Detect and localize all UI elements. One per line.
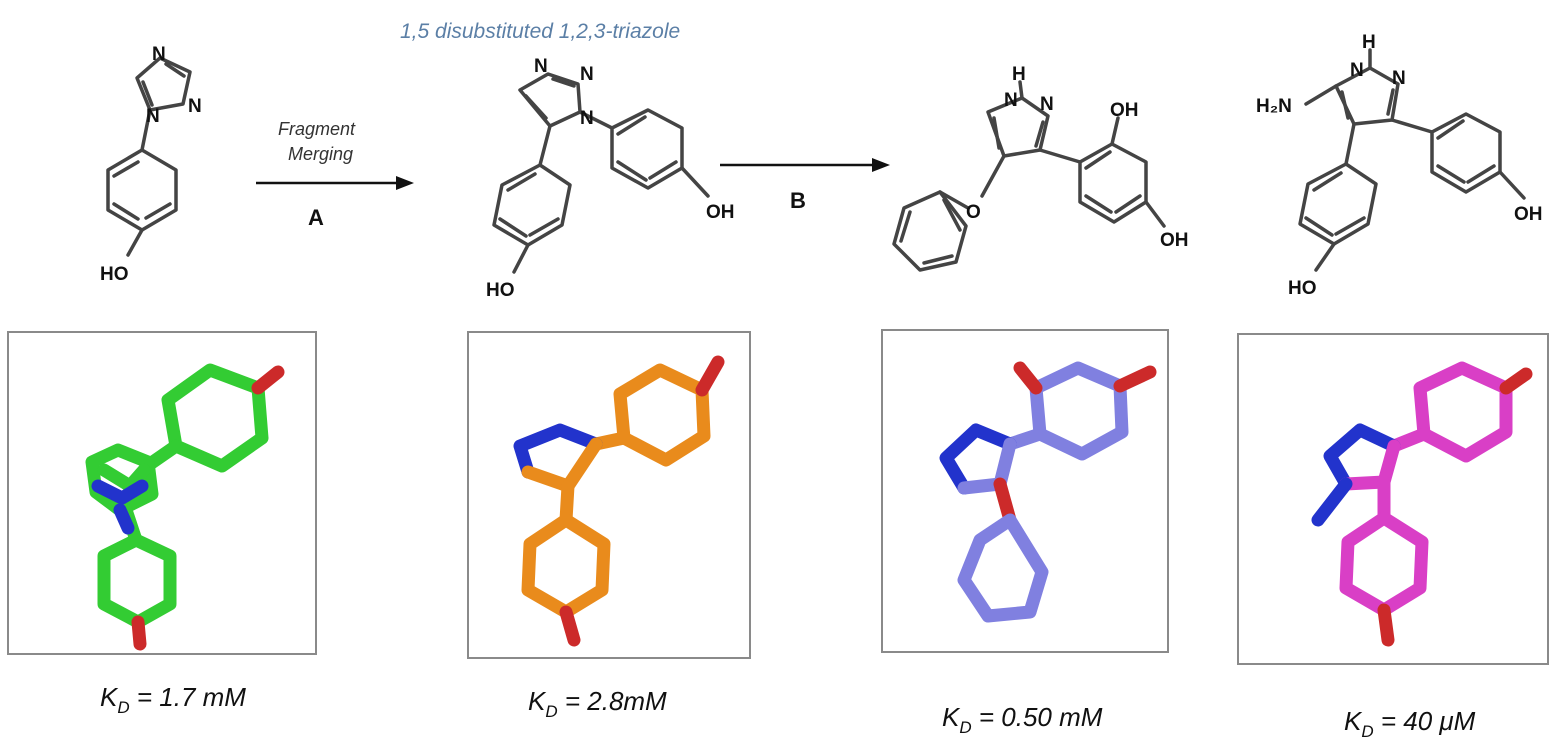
atom-n: N (152, 44, 166, 65)
atom-h: H (1012, 64, 1026, 85)
structure-compound-3: H N N O OH OH (892, 64, 1189, 272)
atom-n: N (580, 64, 594, 85)
atom-oh: OH (1160, 230, 1189, 251)
binding-pose-panel-3 (881, 329, 1169, 653)
atom-ho: HO (486, 280, 515, 301)
binding-pose-panel-1 (7, 331, 317, 655)
atom-n: N (1350, 60, 1364, 81)
atom-n: N (188, 96, 202, 117)
arrow-a: Fragment Merging A (256, 119, 414, 230)
atom-ho: HO (1288, 278, 1317, 299)
atom-n: N (534, 56, 548, 77)
atom-n: N (1004, 90, 1018, 111)
svg-text:KD = 1.7 mM: KD = 1.7 mM (100, 682, 246, 717)
arrow-b-label: B (790, 188, 806, 213)
structure-compound-1: N N N HO (100, 44, 202, 285)
affinity-2: KD = 2.8mM (528, 686, 667, 721)
svg-text:KD = 40 μM: KD = 40 μM (1344, 706, 1476, 741)
svg-text:KD = 2.8mM: KD = 2.8mM (528, 686, 667, 721)
structure-compound-4: H N N H₂N OH HO (1256, 32, 1543, 299)
pose-sticks-green (85, 363, 285, 651)
atom-h: H (1362, 32, 1376, 53)
atom-ho: HO (100, 264, 129, 285)
atom-h2n: H₂N (1256, 96, 1292, 117)
atom-n: N (1392, 68, 1406, 89)
binding-pose-panel-4 (1237, 333, 1549, 665)
atom-n: N (146, 106, 160, 127)
atom-n: N (580, 108, 594, 129)
binding-pose-panel-2 (467, 331, 751, 659)
atom-oh: OH (1514, 204, 1543, 225)
atom-n: N (1040, 94, 1054, 115)
pose-sticks-orange (513, 355, 725, 647)
atom-o: O (966, 202, 981, 223)
structure-compound-2: N N N OH HO (486, 56, 735, 301)
svg-text:KD = 0.50 mM: KD = 0.50 mM (942, 702, 1103, 737)
atom-oh: OH (706, 202, 735, 223)
pose-sticks-lavender (939, 361, 1157, 623)
affinity-1: KD = 1.7 mM (100, 682, 246, 717)
arrow-a-label: A (308, 205, 324, 230)
arrow-a-caption-2: Merging (288, 144, 353, 164)
arrow-b: B (720, 158, 890, 213)
arrow-a-caption-1: Fragment (278, 119, 356, 139)
affinity-3: KD = 0.50 mM (942, 702, 1103, 737)
pose-sticks-magenta (1311, 361, 1533, 647)
atom-oh: OH (1110, 100, 1139, 121)
triazole-title: 1,5 disubstituted 1,2,3-triazole (400, 20, 680, 43)
affinity-4: KD = 40 μM (1344, 706, 1476, 741)
